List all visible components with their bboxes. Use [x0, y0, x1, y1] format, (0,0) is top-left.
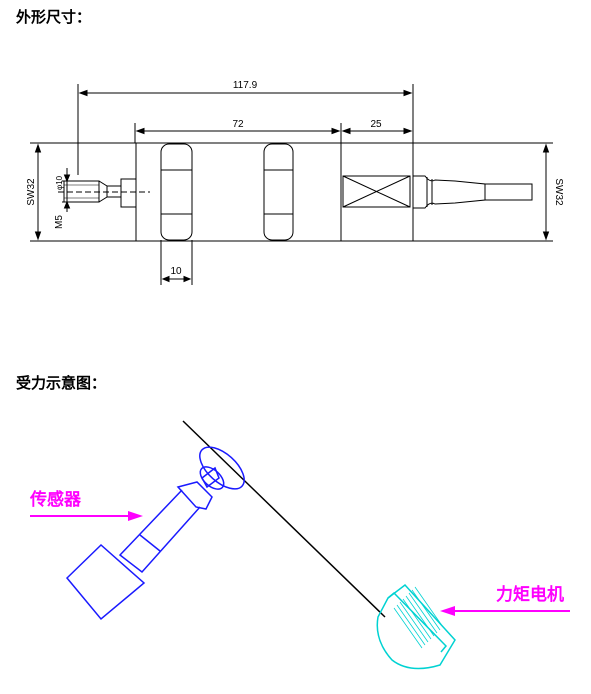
- dimensions-section-title: 外形尺寸：: [16, 8, 92, 26]
- nut-width-label: 10: [170, 266, 182, 277]
- cable-connector: [412, 175, 486, 209]
- shaft-collar: [120, 178, 137, 208]
- sensor-base-block: [65, 543, 146, 621]
- force-diagram: 传感器 力矩电机: [29, 420, 570, 670]
- sensor-sketch: [65, 446, 245, 621]
- right-nut: [263, 143, 294, 241]
- thread-label: M5: [54, 215, 65, 229]
- right-wrench-label: SW32: [553, 178, 564, 206]
- sensor-callout-label: 传感器: [29, 489, 82, 510]
- dimension-drawing: 117.9 72 25 10 SW32 M5 φ10 SW32: [26, 80, 564, 285]
- torque-motor-body: [376, 583, 456, 670]
- sensor-callout-arrow: [30, 511, 143, 521]
- torque-motor-callout-arrow: [440, 606, 570, 616]
- sensor-clamp-ring: [199, 446, 245, 490]
- wrench-flat: [342, 175, 411, 208]
- shaft-diameter-label: φ10: [55, 175, 64, 190]
- left-wrench-label: SW32: [26, 178, 37, 206]
- cable: [484, 183, 533, 201]
- body-length-label: 72: [232, 119, 244, 130]
- left-nut: [160, 143, 193, 241]
- tail-length-label: 25: [370, 119, 382, 130]
- overall-length-label: 117.9: [233, 80, 258, 91]
- torque-motor-sketch: [376, 583, 456, 670]
- load-wire: [182, 420, 386, 618]
- torque-motor-callout-label: 力矩电机: [496, 584, 564, 605]
- force-section-title: 受力示意图：: [16, 374, 107, 392]
